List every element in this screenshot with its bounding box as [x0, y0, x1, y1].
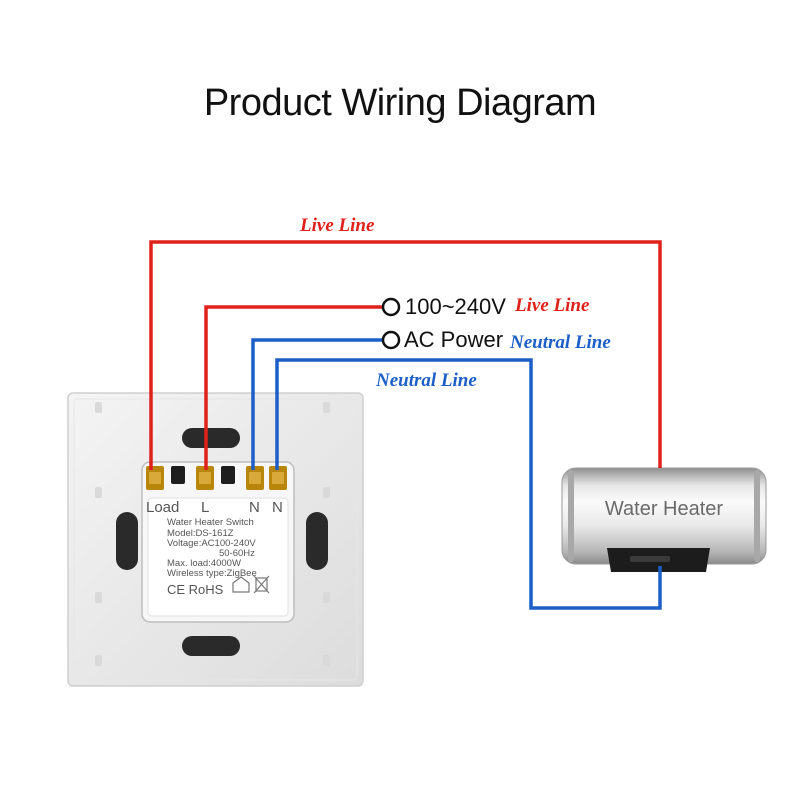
power-type: AC Power	[404, 327, 504, 352]
spec-model: Model:DS-161Z	[167, 528, 234, 539]
spec-wireless: Wireless type:ZigBee	[167, 568, 257, 579]
live-line-label-power: Live Line	[515, 295, 590, 316]
power-voltage: 100~240V	[405, 294, 506, 319]
certification-icons	[232, 575, 270, 594]
spec-certs: CE RoHS	[167, 582, 224, 597]
spec-name: Water Heater Switch	[167, 517, 254, 528]
terminal-label-l: L	[201, 499, 210, 516]
water-heater-label: Water Heater	[604, 498, 724, 520]
terminal-label-n1: N	[249, 499, 260, 516]
spec-frequency: 50-60Hz	[219, 548, 255, 559]
neutral-line-label-heater: Neutral Line	[376, 370, 477, 391]
neutral-wire-heater	[275, 358, 662, 610]
live-wire-load	[149, 240, 662, 470]
live-wire-power	[204, 305, 383, 470]
terminal-label-n2: N	[272, 499, 283, 516]
power-terminal-live	[381, 297, 401, 317]
spec-voltage: Voltage:AC100-240V	[167, 538, 256, 549]
live-line-label-top: Live Line	[300, 215, 375, 236]
neutral-line-label-power: Neutral Line	[510, 332, 611, 353]
power-terminal-neutral	[381, 330, 401, 350]
water-heater	[561, 467, 767, 572]
neutral-wire-power	[251, 338, 383, 470]
terminal-screws	[146, 466, 287, 490]
terminal-label-load: Load	[146, 499, 180, 516]
wires	[149, 240, 662, 610]
spec-max-load: Max. load:4000W	[167, 558, 241, 569]
diagram-title: Product Wiring Diagram	[203, 82, 597, 124]
